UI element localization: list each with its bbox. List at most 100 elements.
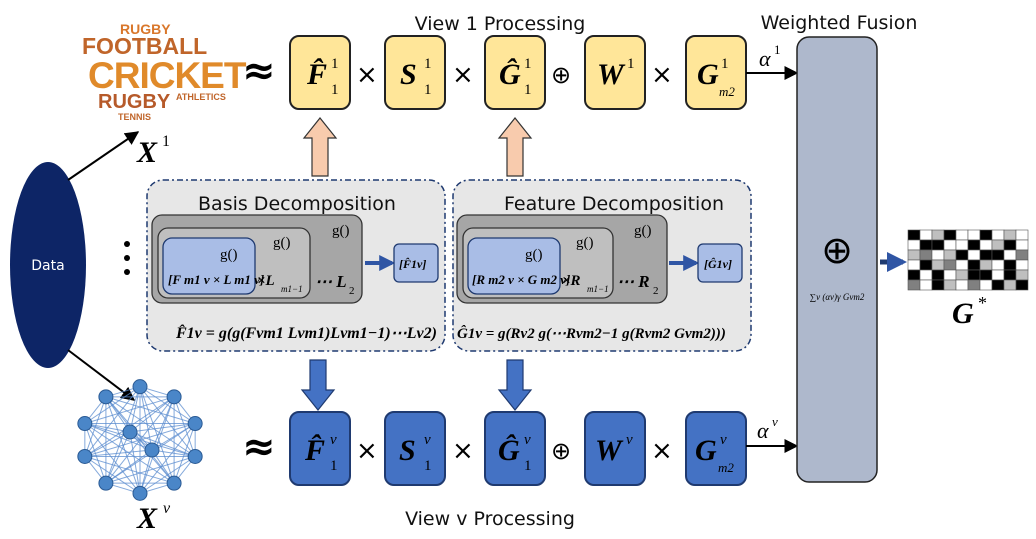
- viewv-S1-sup: v: [424, 432, 431, 448]
- matrix-cell: [955, 259, 969, 271]
- wordcloud-athletics: ATHLETICS: [176, 92, 226, 102]
- gstar-superscript: *: [978, 293, 987, 313]
- xv-label: X v: [136, 500, 171, 535]
- feature-inner-expr: [R m2 v × G m2 v]: [472, 272, 570, 287]
- view1-S1-sup: 1: [424, 56, 432, 72]
- feature-inner-g: [467, 237, 561, 295]
- network-node: [187, 448, 203, 464]
- viewv-S1-sub: 1: [424, 458, 432, 474]
- network-node: [77, 448, 93, 464]
- view1-W-sup: 1: [627, 56, 635, 72]
- network-edge: [84, 449, 153, 457]
- matrix-cell: [991, 269, 1005, 281]
- view1-G1-sub: 1: [524, 82, 532, 98]
- alphav-sym: α: [757, 418, 769, 443]
- view1-F1-sup: 1: [331, 56, 339, 72]
- basis-outer-g-label: g(): [332, 223, 350, 239]
- network-edge: [129, 423, 196, 433]
- viewv-F1-sup: v: [330, 432, 337, 448]
- matrix-cell: [919, 229, 933, 241]
- matrix-cell: [931, 269, 945, 281]
- view1-S1-sub: 1: [424, 82, 432, 98]
- basis-mid-term-sub: m1−1: [281, 284, 303, 294]
- fusion-panel: [796, 36, 878, 483]
- viewv-box-F1: [289, 411, 351, 486]
- view1-row: F̂ 1 1 S 1 1 Ĝ 1 1 W 1 G 1 m2 × × ⊕ ×: [289, 35, 747, 110]
- viewv-Gm2-sup: v: [720, 432, 727, 448]
- network-edge: [105, 396, 141, 494]
- feature-mid-term: ×R: [562, 273, 581, 289]
- matrix-cell: [991, 239, 1005, 251]
- network-node: [132, 485, 148, 501]
- network-edge: [105, 431, 131, 484]
- viewv-row: F̂ v 1 S v 1 Ĝ v 1 W v G v m2 × × ⊕ ×: [289, 411, 747, 486]
- basis-decomposition-panel: Basis Decomposition g() g() g() [F m1 v …: [146, 179, 446, 352]
- viewv-title: View v Processing: [405, 508, 575, 530]
- matrix-cell: [919, 259, 933, 271]
- matrix-cell: [979, 229, 993, 241]
- network-edge: [105, 396, 196, 457]
- view1-times-3: ×: [651, 60, 673, 90]
- view1-Gm2-sym: G: [697, 58, 719, 91]
- network-edge: [129, 431, 196, 457]
- feature-title: Feature Decomposition: [504, 193, 724, 215]
- view1-G1-sym: Ĝ: [499, 58, 521, 91]
- matrix-cell: [1015, 269, 1029, 281]
- viewv-box-S1: [384, 411, 446, 486]
- matrix-cell: [943, 279, 957, 291]
- view1-oplus: ⊕: [551, 61, 571, 89]
- network-node: [132, 379, 148, 395]
- viewv-times-1: ×: [356, 436, 378, 466]
- matrix-cell: [979, 239, 993, 251]
- network-node: [98, 475, 114, 491]
- matrix-cell: [979, 279, 993, 291]
- matrix-cell: [1015, 279, 1029, 291]
- network-node: [187, 416, 203, 432]
- feature-mid-term-sub: m1−1: [587, 284, 609, 294]
- gstar-symbol: G: [952, 297, 974, 330]
- viewv-oplus: ⊕: [551, 437, 571, 465]
- network-node: [166, 389, 182, 405]
- network-edge: [105, 396, 153, 451]
- matrix-cell: [979, 259, 993, 271]
- view1-Gm2-sub: m2: [719, 84, 735, 99]
- feature-mid-g-label: g(): [576, 235, 594, 251]
- x1-symbol: X: [136, 136, 158, 169]
- network-edge: [105, 449, 153, 484]
- matrix-cell: [1003, 229, 1017, 241]
- matrix-cell: [919, 249, 933, 261]
- matrix-cell: [1015, 239, 1029, 251]
- viewv-box-W: [584, 411, 646, 486]
- feature-outer-sub: 2: [653, 285, 659, 297]
- down-arrow-feature: [497, 359, 533, 411]
- viewv-times-2: ×: [452, 436, 474, 466]
- view1-box-W: [584, 35, 646, 110]
- matrix-cell: [967, 249, 981, 261]
- view1-box-S1: [384, 35, 446, 110]
- down-arrow-basis: [300, 359, 336, 411]
- matrix-cell: [1003, 269, 1017, 281]
- feature-outer-term: ⋯ R: [617, 272, 650, 291]
- basis-mid-g-label: g(): [273, 235, 291, 251]
- network-node: [77, 416, 93, 432]
- matrix-cell: [943, 269, 957, 281]
- matrix-cell: [943, 229, 957, 241]
- view1-G1-sup: 1: [524, 56, 532, 72]
- view1-title: View 1 Processing: [415, 13, 586, 35]
- network-node: [166, 475, 182, 491]
- network-edge: [84, 456, 175, 484]
- alpha1-sym: α: [759, 46, 771, 71]
- alpha1-sup: 1: [774, 42, 781, 57]
- matrix-cell: [907, 239, 921, 251]
- viewv-G1-sup: v: [524, 432, 531, 448]
- matrix-cell: [1003, 259, 1017, 271]
- viewv-W-sym: W: [595, 434, 624, 467]
- approx-viewv: ≈: [242, 424, 276, 470]
- wordcloud-rugby-bottom: RUGBY: [98, 91, 171, 113]
- up-arrow-basis: [302, 117, 338, 177]
- network-edge: [84, 431, 131, 457]
- matrix-cell: [907, 249, 921, 261]
- view1-box-G1: [484, 35, 546, 110]
- matrix-cell: [1015, 259, 1029, 271]
- viewv-W-sup: v: [626, 432, 633, 448]
